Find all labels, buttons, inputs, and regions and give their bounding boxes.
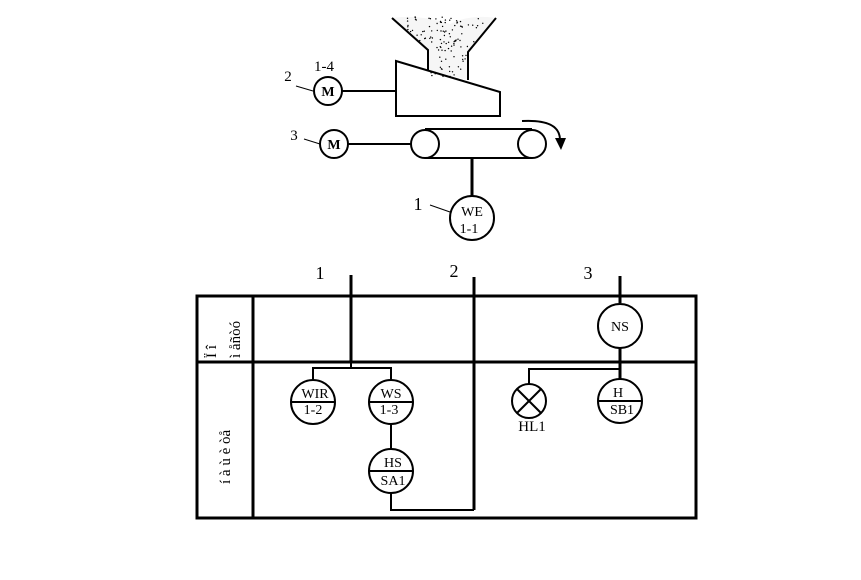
weight-sensor-top: WE: [461, 205, 483, 220]
device-hs-bottom: SA1: [381, 474, 406, 489]
device-ws-bottom: 1-3: [380, 403, 399, 418]
row-label-upper-line1: Ï î: [203, 344, 220, 358]
callout-3-label: 3: [290, 128, 298, 144]
weight-sensor-bottom: 1-1: [460, 222, 479, 237]
lamp-hl1-label: HL1: [518, 419, 546, 435]
column-number-1: 1: [316, 263, 325, 283]
lamp-hl1: HL1: [511, 383, 547, 435]
row-label-upper-line2: ì åñòó: [228, 321, 244, 358]
callout-2-ref: 1-4: [314, 59, 334, 75]
weight-sensor: WE 1-1 1: [414, 158, 495, 241]
column-numbers: 1 2 3: [316, 261, 593, 283]
feeder-body: [395, 59, 501, 117]
device-h: H SB1: [597, 378, 643, 424]
conveyor-belt: [410, 119, 566, 159]
hopper-sand-texture: [406, 16, 484, 78]
row-label-lower: í à ù è òå: [218, 430, 234, 484]
row-labels: Ï î ì åñòó í à ù è òå: [203, 321, 244, 484]
belt-direction-arrow-icon: [521, 119, 561, 141]
device-wir-bottom: 1-2: [304, 403, 323, 418]
motor-2: M 2 1-4: [284, 59, 396, 106]
device-hs: HS SA1: [368, 448, 414, 494]
motor-3-symbol: M: [327, 138, 340, 153]
device-h-top: H: [613, 386, 623, 401]
callout-1-label: 1: [414, 194, 423, 214]
device-wir-top: WIR: [301, 387, 329, 402]
device-h-bottom: SB1: [610, 403, 634, 418]
device-hs-top: HS: [384, 456, 402, 471]
signal-lines: [312, 275, 622, 511]
callout-2-label: 2: [284, 69, 292, 85]
device-ws: WS 1-3: [368, 379, 414, 425]
column-number-3: 3: [584, 263, 593, 283]
motor-3: M 3: [290, 128, 411, 159]
device-ns: NS: [597, 303, 643, 349]
device-ns-label: NS: [611, 320, 629, 335]
hopper: [391, 16, 497, 80]
scheme-frame: [195, 294, 698, 520]
device-wir: WIR 1-2: [290, 379, 336, 425]
column-number-2: 2: [450, 261, 459, 281]
motor-2-symbol: M: [321, 85, 334, 100]
device-ws-top: WS: [381, 387, 402, 402]
